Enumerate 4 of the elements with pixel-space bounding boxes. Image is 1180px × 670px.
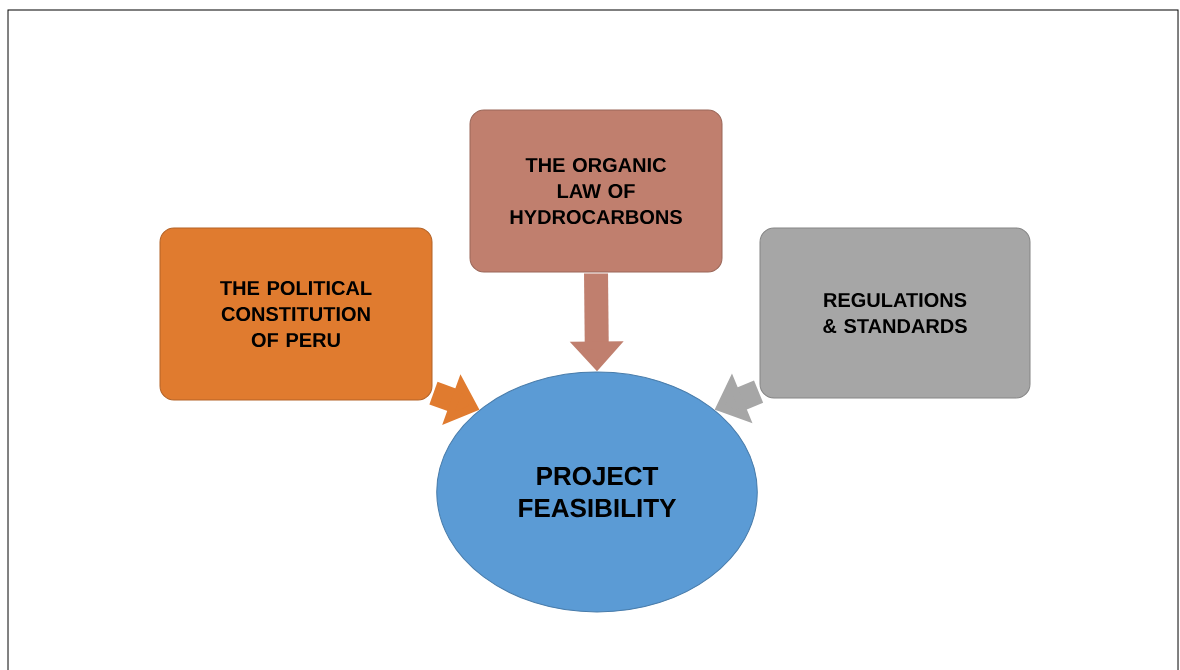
rounded-box: REGULATIONS & STANDARDS [759,227,1031,399]
rounded-box: THE POLITICAL CONSTITUTION OF PERU [159,227,433,401]
rounded-box: THE ORGANIC LAW OF HYDROCARBONS [469,109,723,273]
circle-node: PROJECT FEASIBILITY [436,371,758,613]
